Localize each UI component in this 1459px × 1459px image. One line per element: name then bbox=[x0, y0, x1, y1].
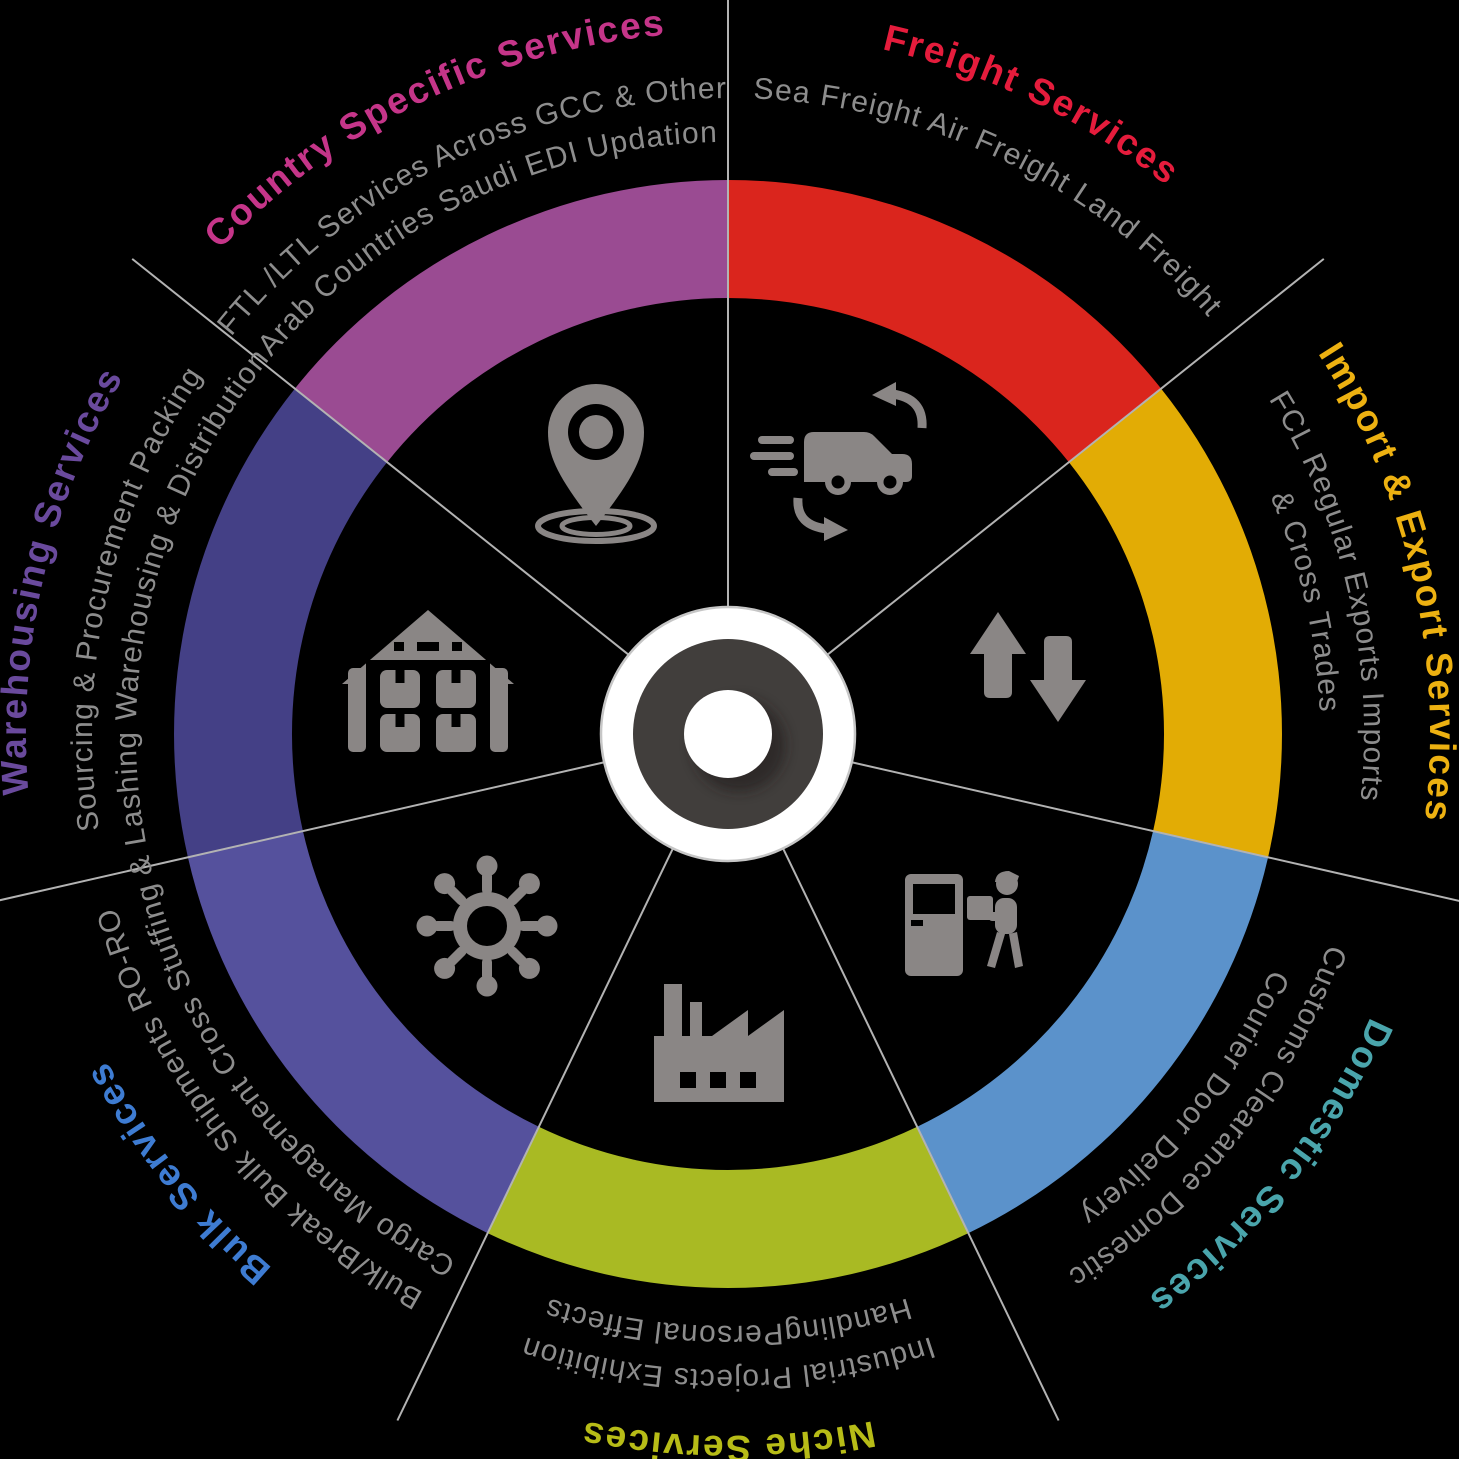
sector-icons bbox=[342, 382, 1086, 1102]
divider-line bbox=[852, 761, 1459, 902]
sector-subtitle2-niche-services: HandlingPersonal Effects bbox=[541, 1291, 916, 1352]
ring-segment-domestic-services bbox=[917, 831, 1269, 1234]
sector-title-niche-services: Niche Services bbox=[577, 1413, 879, 1459]
divider-line bbox=[396, 848, 674, 1421]
cargo-hub-icon bbox=[416, 855, 558, 997]
up-down-arrows-icon bbox=[970, 612, 1086, 722]
ring-segment-import-export-services bbox=[1068, 388, 1282, 858]
divider-line bbox=[827, 258, 1325, 655]
door-delivery-icon bbox=[905, 871, 1023, 976]
warehouse-icon bbox=[342, 610, 514, 754]
center-hub bbox=[599, 605, 857, 863]
ring-segment-freight-services bbox=[728, 180, 1162, 463]
location-pin-icon bbox=[535, 384, 657, 544]
ring-segment-warehousing-services bbox=[174, 388, 388, 858]
services-ring bbox=[174, 180, 1282, 1288]
ring-segment-niche-services bbox=[487, 1126, 969, 1288]
factory-icon bbox=[654, 984, 784, 1102]
fast-truck-icon bbox=[750, 382, 927, 541]
ring-segment-country-specific-services bbox=[294, 180, 728, 463]
divider-line bbox=[782, 848, 1060, 1421]
divider-line bbox=[131, 258, 629, 655]
ring-segment-bulk-services bbox=[187, 831, 539, 1234]
divider-line bbox=[0, 761, 604, 902]
sector-divider-lines bbox=[0, 0, 1459, 1421]
hub-inner-circle bbox=[684, 690, 772, 778]
